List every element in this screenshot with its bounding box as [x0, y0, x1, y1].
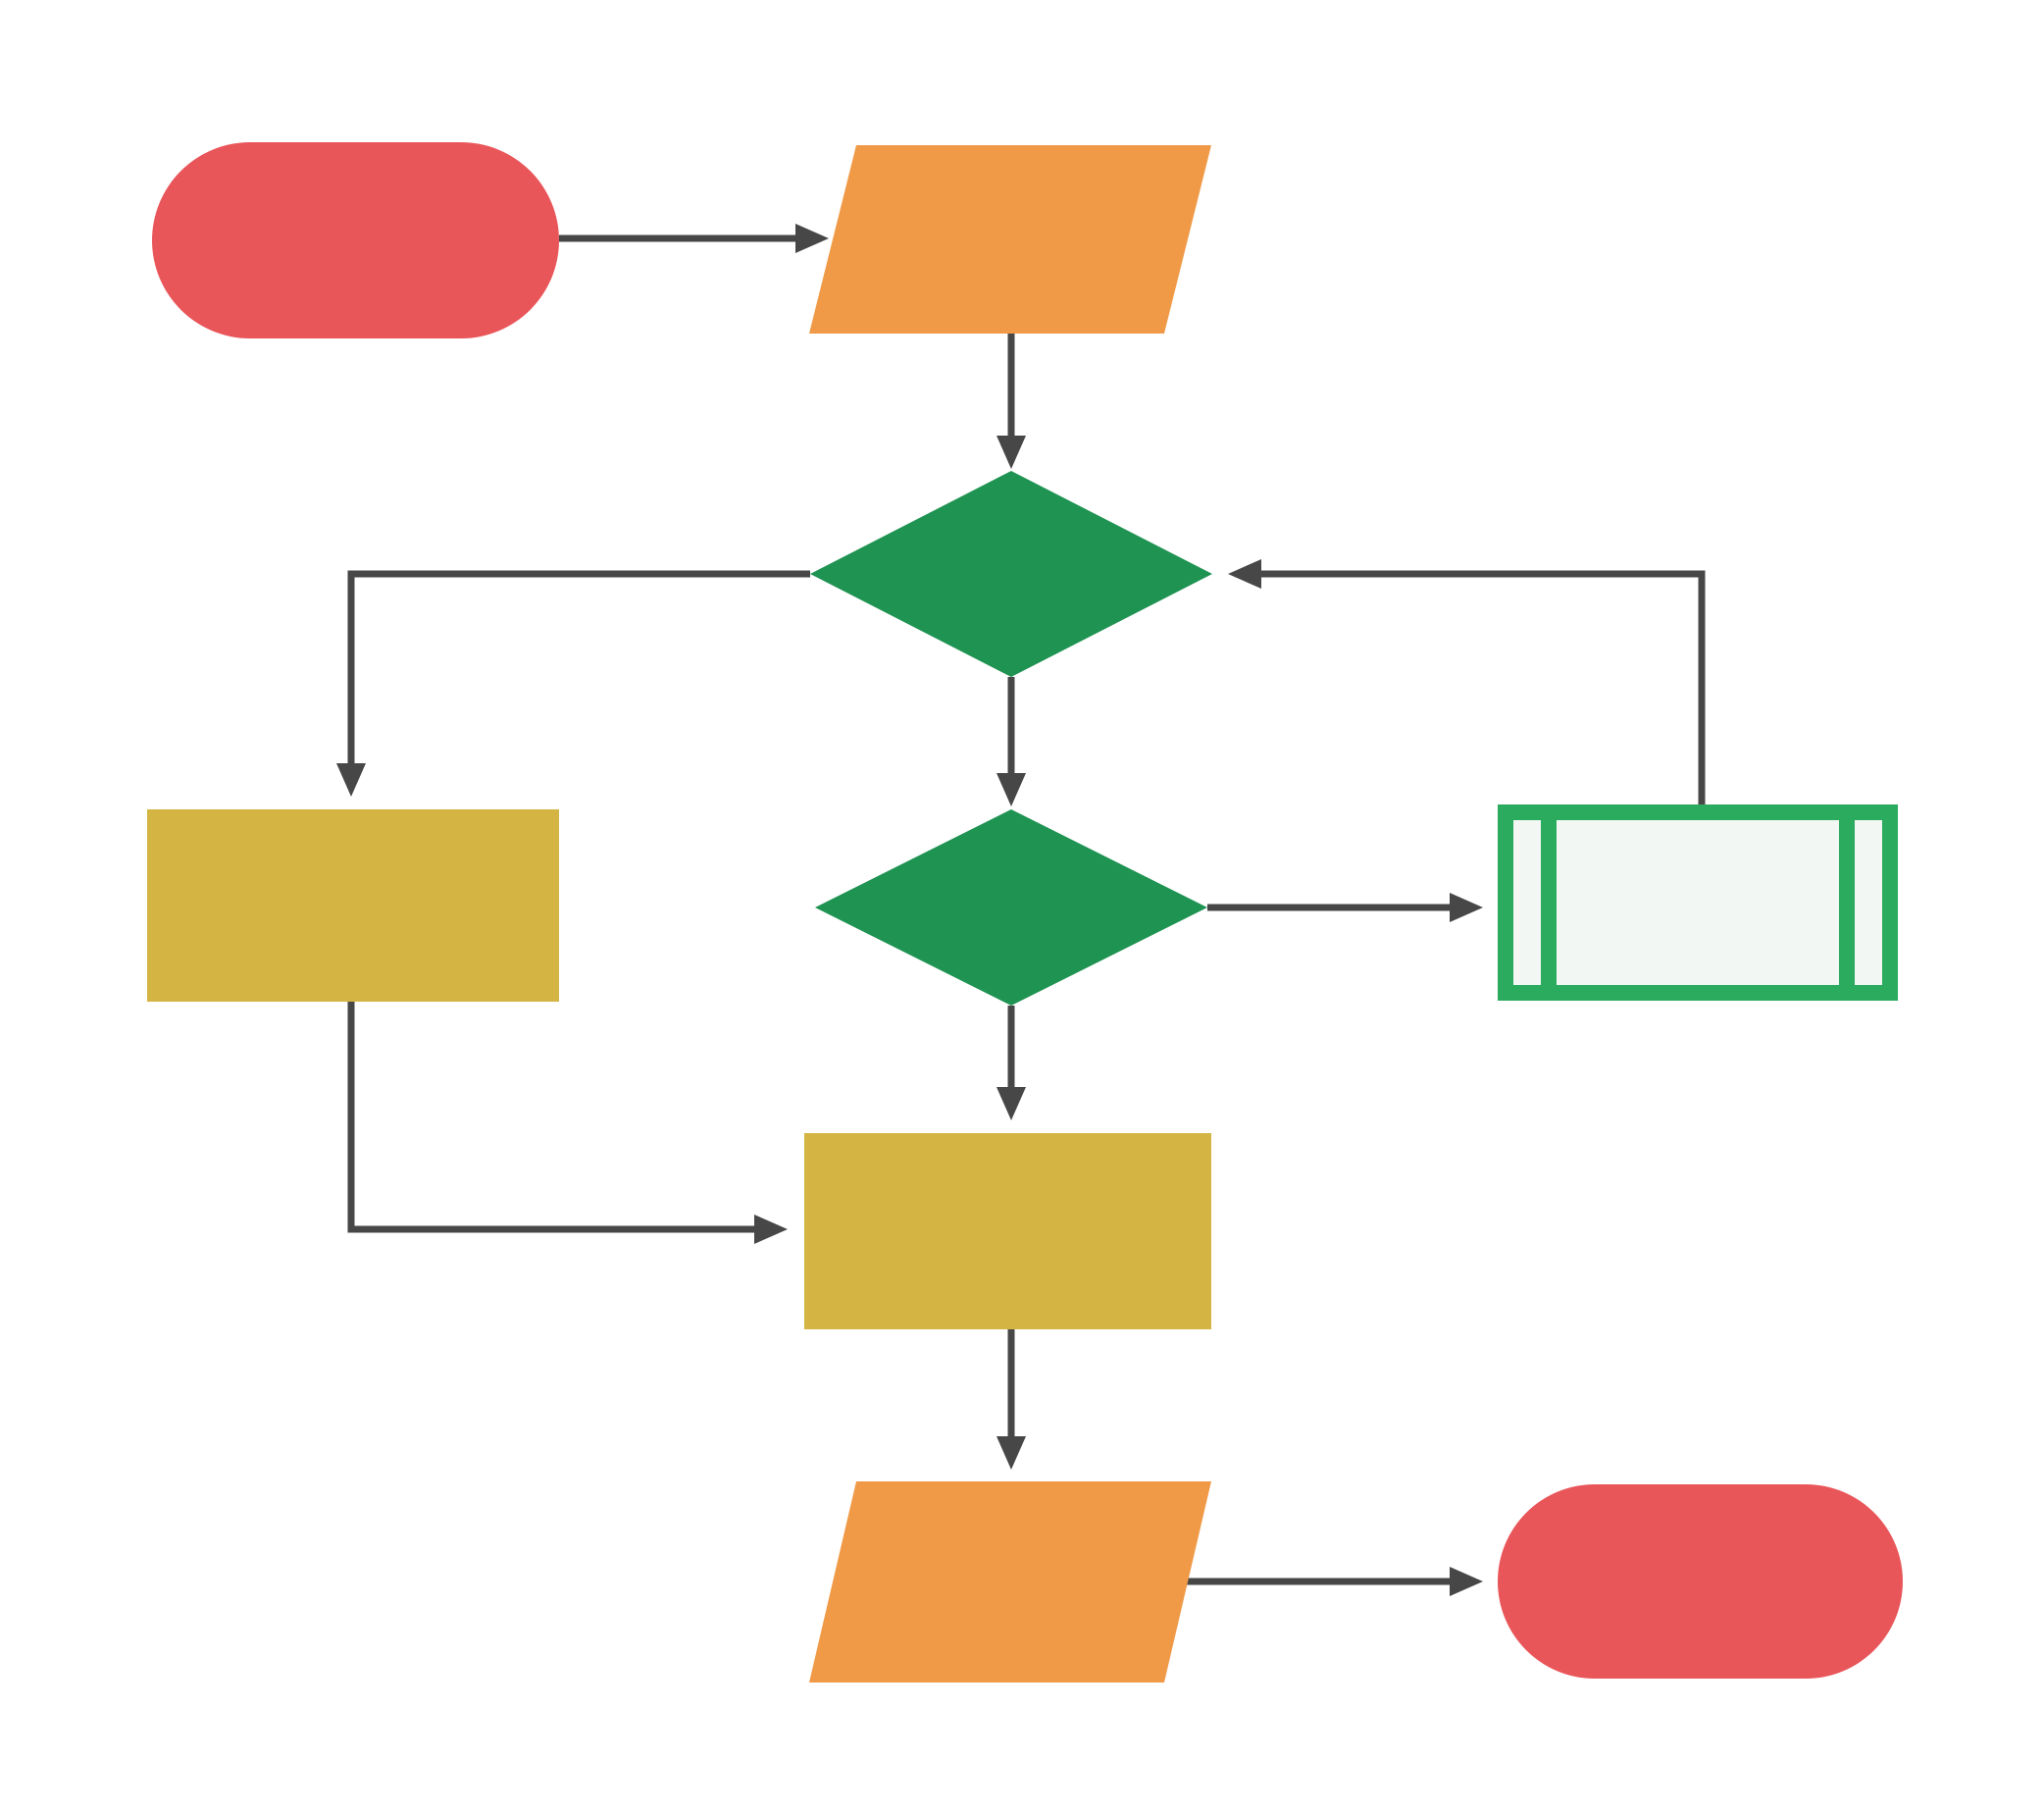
edge-arrowhead: [1450, 1567, 1483, 1596]
terminator-shape[interactable]: [152, 142, 559, 338]
parallelogram-shape[interactable]: [809, 145, 1211, 334]
diamond-shape[interactable]: [810, 471, 1212, 677]
node-output[interactable]: [809, 1481, 1211, 1683]
edge-decision-2-to-subroutine: [1207, 893, 1483, 922]
edge-arrowhead: [1450, 893, 1483, 922]
node-process-center[interactable]: [804, 1133, 1211, 1329]
parallelogram-shape[interactable]: [809, 1481, 1211, 1683]
node-decision-2[interactable]: [815, 809, 1207, 1006]
terminator-shape[interactable]: [1498, 1484, 1903, 1679]
edge-path: [347, 1002, 754, 1233]
edge-arrowhead: [996, 773, 1026, 806]
edge-input-to-decision-1: [996, 334, 1026, 469]
subroutine-outer-frame[interactable]: [1498, 804, 1898, 1001]
edge-arrowhead: [754, 1215, 788, 1244]
edge-subroutine-to-decision-1: [1228, 559, 1706, 804]
diamond-shape[interactable]: [815, 809, 1207, 1006]
edge-path: [347, 570, 810, 763]
edge-output-to-end: [1167, 1567, 1483, 1596]
edge-decision-1-to-decision-2: [996, 677, 1026, 806]
edge-arrowhead: [996, 1436, 1026, 1470]
edge-path: [1261, 570, 1706, 804]
node-input[interactable]: [809, 145, 1211, 334]
node-start[interactable]: [152, 142, 559, 338]
edge-arrowhead: [996, 436, 1026, 469]
node-subroutine[interactable]: [1498, 804, 1898, 1001]
nodes-layer: [147, 142, 1903, 1683]
edge-start-to-input: [559, 224, 829, 253]
edge-decision-1-to-process-left: [336, 570, 810, 797]
process-shape[interactable]: [804, 1133, 1211, 1329]
node-decision-1[interactable]: [810, 471, 1212, 677]
node-end[interactable]: [1498, 1484, 1903, 1679]
edge-arrowhead: [795, 224, 829, 253]
edge-decision-2-to-process-center: [996, 1006, 1026, 1120]
node-process-left[interactable]: [147, 809, 559, 1002]
edge-arrowhead: [1228, 559, 1261, 589]
edges-layer: [336, 224, 1706, 1596]
edge-arrowhead: [336, 763, 366, 797]
edge-process-left-to-process-center: [347, 1002, 788, 1244]
edge-process-center-to-output: [996, 1329, 1026, 1470]
process-shape[interactable]: [147, 809, 559, 1002]
edge-arrowhead: [996, 1087, 1026, 1120]
